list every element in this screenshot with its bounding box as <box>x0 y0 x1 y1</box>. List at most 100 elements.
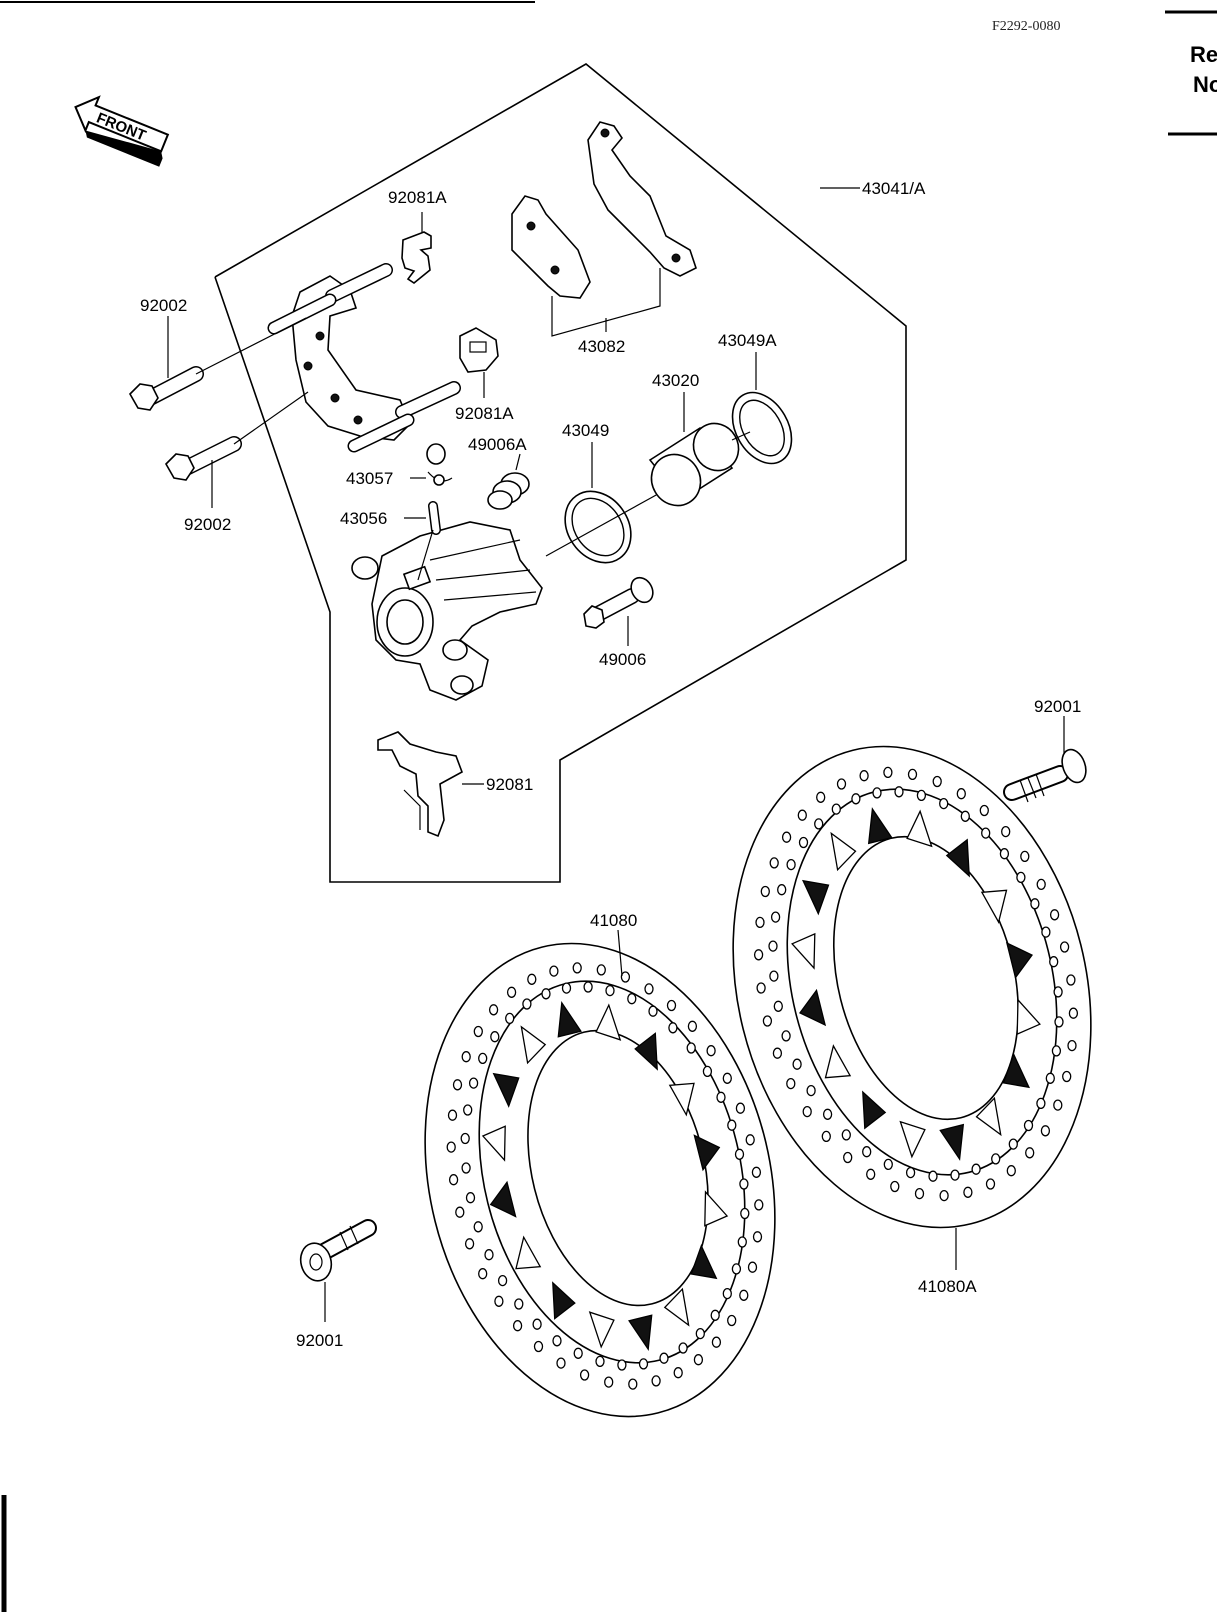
bleeder-cap-43057 <box>426 443 453 486</box>
disc-drill-hole <box>706 1045 716 1057</box>
disc-drill-hole <box>907 768 918 781</box>
figure-code: F2292-0080 <box>992 19 1060 34</box>
disc-drill-hole <box>648 1005 658 1017</box>
disc-drill-hole <box>751 1166 762 1178</box>
disc-drill-hole <box>1020 850 1030 863</box>
disc-drill-hole <box>1045 1072 1055 1084</box>
bolt-92002-bottom <box>165 391 309 481</box>
label-43049: 43049 <box>562 421 609 440</box>
disc-vent-slot <box>801 879 830 916</box>
disc-drill-hole <box>836 778 847 790</box>
disc-drill-hole <box>452 1079 463 1091</box>
label-43057: 43057 <box>346 469 393 488</box>
disc-drill-hole <box>1053 986 1063 998</box>
disc-drill-hole <box>1066 974 1076 986</box>
disc-vent-slot <box>520 1025 547 1065</box>
disc-drill-hole <box>770 911 781 923</box>
disc-screw-92001-left <box>299 1219 377 1282</box>
disc-drill-hole <box>769 857 779 869</box>
disc-drill-hole <box>956 788 966 800</box>
label-92081: 92081 <box>486 775 533 794</box>
disc-drill-hole <box>533 1340 544 1353</box>
disc-vent-slot <box>588 1311 615 1349</box>
front-arrow-icon: FRONT <box>74 95 170 167</box>
disc-drill-hole <box>781 1030 791 1042</box>
disc-drill-hole <box>752 1231 763 1243</box>
disc-drill-hole <box>939 797 949 810</box>
caliper-body <box>351 521 543 701</box>
disc-drill-hole <box>739 1178 749 1190</box>
disc-drill-hole <box>722 1072 732 1084</box>
disc-drill-hole <box>792 1058 802 1070</box>
disc-drill-hole <box>561 982 572 994</box>
disc-drill-hole <box>617 1359 627 1371</box>
label-43041A: 43041/A <box>862 179 926 198</box>
disc-drill-hole <box>552 1335 562 1347</box>
axis-line-seal <box>545 493 659 557</box>
disc-drill-hole <box>710 1309 720 1321</box>
disc-drill-hole <box>872 787 882 799</box>
brake-disc-41080A <box>732 745 1092 1229</box>
disc-drill-hole <box>737 1236 747 1248</box>
disc-drill-hole <box>981 827 991 839</box>
disc-drill-hole <box>773 1000 783 1012</box>
label-43020: 43020 <box>652 371 699 390</box>
label-92081A-mid: 92081A <box>455 404 514 423</box>
brake-pad-front <box>511 195 591 299</box>
disc-vent-slot <box>824 1044 852 1079</box>
disc-drill-hole <box>463 1104 473 1116</box>
disc-drill-hole <box>883 766 893 779</box>
disc-drill-hole <box>883 1158 893 1171</box>
disc-drill-hole <box>722 1287 732 1300</box>
disc-vent-slot <box>980 889 1008 924</box>
disc-drill-hole <box>620 971 631 983</box>
label-41080A: 41080A <box>918 1277 977 1296</box>
disc-drill-hole <box>478 1052 488 1065</box>
disc-drill-hole <box>890 1180 900 1193</box>
disc-drill-hole <box>914 1187 925 1200</box>
bolt-92002-top <box>129 317 307 411</box>
disc-drill-hole <box>461 1051 471 1063</box>
disc-drill-hole <box>755 916 765 929</box>
disc-drill-hole <box>760 885 770 898</box>
disc-drill-hole <box>999 848 1010 860</box>
disc-drill-hole <box>465 1192 476 1204</box>
disc-drill-hole <box>716 1091 726 1103</box>
disc-drill-hole <box>905 1166 916 1179</box>
disc-drill-hole <box>461 1162 471 1174</box>
disc-drill-hole <box>473 1025 483 1038</box>
disc-drill-hole <box>727 1119 737 1131</box>
disc-drill-hole <box>505 1012 515 1025</box>
disc-drill-hole <box>527 973 537 985</box>
disc-drill-hole <box>460 1132 470 1145</box>
disc-drill-hole <box>979 804 989 817</box>
disc-drill-hole <box>747 1261 758 1273</box>
disc-vent-slot <box>552 1281 576 1320</box>
disc-drill-hole <box>651 1375 661 1387</box>
disc-drill-hole <box>939 1189 949 1202</box>
label-92001-right: 92001 <box>1034 697 1081 716</box>
bleeder-valve-43056 <box>417 501 441 581</box>
disc-vent-slot <box>634 1032 658 1071</box>
label-92002-bottom: 92002 <box>184 515 231 534</box>
disc-drill-hole <box>843 1151 853 1164</box>
disc-drill-hole <box>686 1042 696 1054</box>
disc-vent-slot <box>862 1090 887 1130</box>
disc-drill-hole <box>1036 1097 1046 1110</box>
label-92001-left: 92001 <box>296 1331 343 1350</box>
disc-vent-slot <box>557 1000 582 1038</box>
disc-vent-slot <box>690 1244 718 1280</box>
disc-drill-hole <box>673 1367 683 1379</box>
disc-drill-hole <box>786 858 796 871</box>
disc-drill-hole <box>960 810 970 822</box>
disc-drill-hole <box>687 1020 698 1032</box>
disc-vent-slot <box>492 1072 520 1108</box>
disc-drill-hole <box>522 998 532 1010</box>
disc-drill-hole <box>711 1336 722 1348</box>
disc-vent-slot <box>489 1180 517 1218</box>
disc-drill-hole <box>1054 1016 1064 1028</box>
disc-drill-hole <box>1030 898 1040 910</box>
disc-drill-hole <box>894 786 904 798</box>
disc-drill-hole <box>464 1238 475 1250</box>
disc-drill-hole <box>604 1376 614 1388</box>
